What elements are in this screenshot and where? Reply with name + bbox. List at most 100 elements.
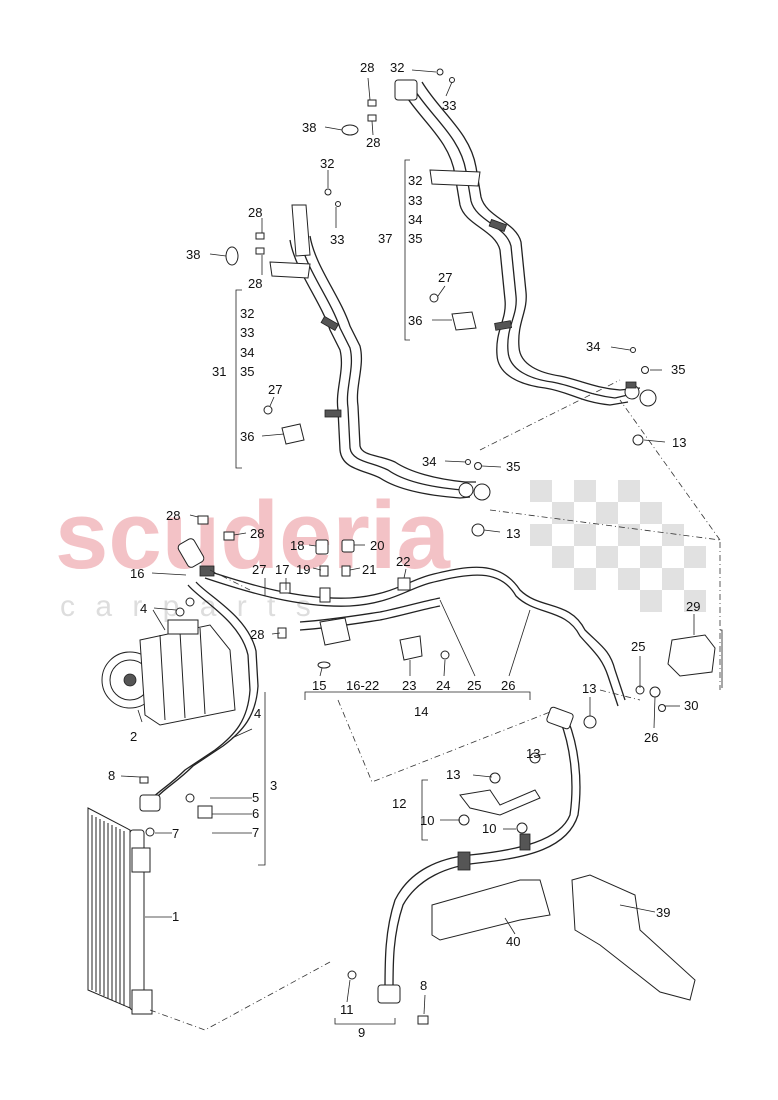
cover-39: [571, 874, 696, 1001]
label-13: 13: [506, 526, 520, 541]
label-26: 26: [501, 678, 515, 693]
label-4: 4: [254, 706, 261, 721]
label-25: 25: [631, 639, 645, 654]
group37-item-35: 35: [408, 231, 422, 246]
clamp-36b: [451, 311, 477, 331]
label-36: 36: [240, 429, 254, 444]
leader-lines: [120, 69, 695, 1015]
label-37: 37: [378, 231, 392, 246]
fasteners-upper: [225, 68, 649, 537]
cover-40: [431, 879, 551, 941]
label-7: 7: [172, 826, 179, 841]
label-33: 33: [442, 98, 456, 113]
label-28: 28: [250, 526, 264, 541]
label-38: 38: [302, 120, 316, 135]
group37-item-34: 34: [408, 212, 422, 227]
label-12: 12: [392, 796, 406, 811]
label-34: 34: [422, 454, 436, 469]
receiver-drier: [667, 634, 716, 677]
label-32: 32: [390, 60, 404, 75]
gasket-plate-31: [269, 261, 311, 279]
label-10: 10: [482, 821, 496, 836]
label-5: 5: [252, 790, 259, 805]
group31-item-32: 32: [240, 306, 254, 321]
label-18: 18: [290, 538, 304, 553]
label-24: 24: [436, 678, 450, 693]
watermark-checker: [530, 480, 706, 612]
label-28: 28: [360, 60, 374, 75]
label-20: 20: [370, 538, 384, 553]
part-numbers: 32 28 33 38 28 32 28 33 38 28 32 33 34 3…: [108, 60, 700, 1040]
label-28: 28: [250, 627, 264, 642]
label-27: 27: [438, 270, 452, 285]
label-9: 9: [358, 1025, 365, 1040]
group31-item-33: 33: [240, 325, 254, 340]
label-15: 15: [312, 678, 326, 693]
clamp-36a: [281, 423, 305, 445]
label-7: 7: [252, 825, 259, 840]
label-3: 3: [270, 778, 277, 793]
watermark-sub: c a r p a r t s: [60, 590, 317, 623]
pipe-flange-upper: [394, 79, 418, 101]
label-27: 27: [252, 562, 266, 577]
label-36: 36: [408, 313, 422, 328]
pipe-assembly-31: [269, 204, 491, 501]
group37-item-32: 32: [408, 173, 422, 188]
label-31: 31: [212, 364, 226, 379]
pipe-flange-31: [291, 204, 311, 257]
guide-lines: [149, 379, 721, 1031]
label-2: 2: [130, 729, 137, 744]
label-13: 13: [672, 435, 686, 450]
lines-main: [139, 538, 626, 1004]
label-26: 26: [644, 730, 658, 745]
label-13: 13: [526, 746, 540, 761]
group37-item-33: 33: [408, 193, 422, 208]
label-32: 32: [320, 156, 334, 171]
label-1: 1: [172, 909, 179, 924]
gasket-plate-37: [429, 169, 481, 187]
label-6: 6: [252, 806, 259, 821]
label-30: 30: [684, 698, 698, 713]
label-17: 17: [275, 562, 289, 577]
label-34: 34: [586, 339, 600, 354]
label-29: 29: [686, 599, 700, 614]
label-4: 4: [140, 601, 147, 616]
label-11: 11: [340, 1002, 354, 1017]
label-19: 19: [296, 562, 310, 577]
fasteners-lower: [139, 597, 666, 1025]
label-28: 28: [248, 276, 262, 291]
label-33: 33: [330, 232, 344, 247]
pipe-assembly-37: [394, 79, 657, 407]
group31-item-34: 34: [240, 345, 254, 360]
label-21: 21: [362, 562, 376, 577]
label-14: 14: [414, 704, 428, 719]
bracket-12: [459, 789, 541, 816]
label-40: 40: [506, 934, 520, 949]
label-27: 27: [268, 382, 282, 397]
label-28: 28: [366, 135, 380, 150]
label-35: 35: [671, 362, 685, 377]
label-23: 23: [402, 678, 416, 693]
condenser: [87, 807, 153, 1015]
group-brackets: [235, 159, 723, 1025]
label-8: 8: [108, 768, 115, 783]
label-13: 13: [446, 767, 460, 782]
label-35: 35: [506, 459, 520, 474]
label-8: 8: [420, 978, 427, 993]
label-13: 13: [582, 681, 596, 696]
watermark-brand: scuderia: [55, 482, 450, 589]
label-28: 28: [166, 508, 180, 523]
valve-cluster: [197, 515, 450, 669]
label-38: 38: [186, 247, 200, 262]
label-25: 25: [467, 678, 481, 693]
group31-item-35: 35: [240, 364, 254, 379]
label-16: 16: [130, 566, 144, 581]
compressor: [101, 619, 236, 726]
label-22: 22: [396, 554, 410, 569]
label-39: 39: [656, 905, 670, 920]
label-10: 10: [420, 813, 434, 828]
label-28: 28: [248, 205, 262, 220]
label-16-22: 16-22: [346, 678, 379, 693]
